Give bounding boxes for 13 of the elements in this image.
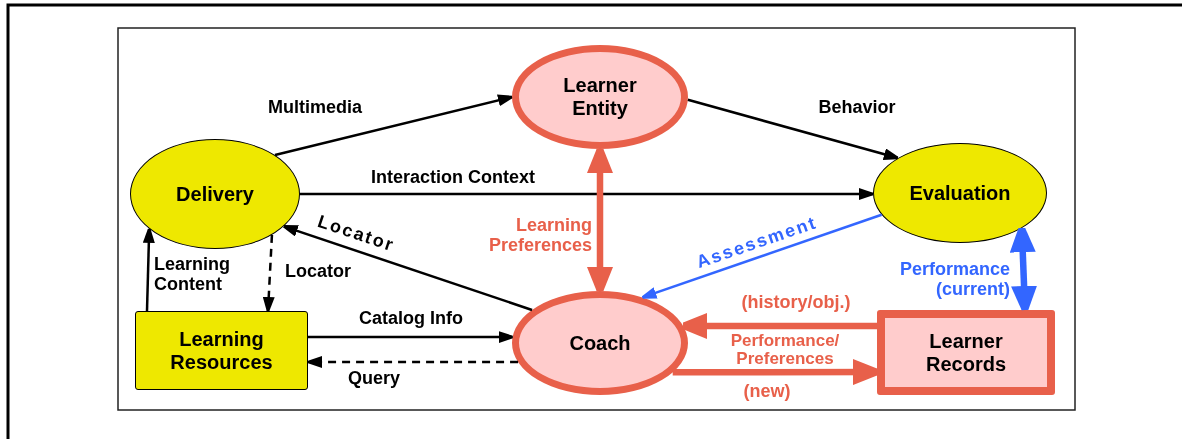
edge-label: Query — [347, 369, 401, 389]
node-label: Learning Resources — [169, 327, 274, 374]
note-label: Performance/ Preferences — [729, 332, 841, 368]
edge-label: (history/obj.) — [740, 293, 852, 313]
node-label: Evaluation — [909, 181, 1011, 205]
node-label: Learner Records — [925, 329, 1007, 376]
rect-node — [877, 310, 1055, 395]
node-label: Delivery — [176, 182, 254, 206]
node-label: Learner Entity — [562, 74, 638, 120]
edge-label: (new) — [742, 382, 792, 402]
rect-node — [135, 311, 308, 390]
edge-label: Catalog Info — [358, 309, 464, 329]
node-label: Coach — [569, 331, 631, 355]
